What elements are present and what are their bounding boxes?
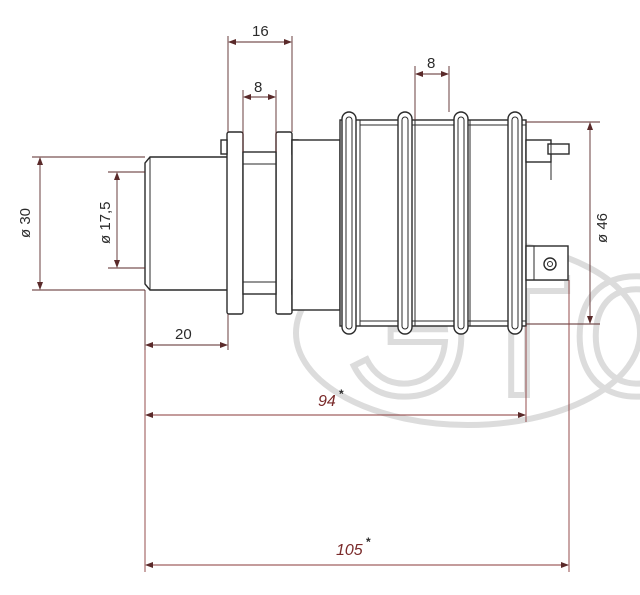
dim-diameter-30: ø 30 (17, 156, 145, 291)
terminal-bottom (525, 245, 569, 281)
slip-ring-body (339, 119, 527, 327)
dim-shaft-20: 20 (144, 290, 229, 350)
dim-flange-width: 16 (227, 23, 293, 132)
terminal-top (525, 139, 570, 180)
ring-4 (507, 111, 523, 335)
dim-label-d30: ø 30 (17, 208, 34, 238)
neck (291, 139, 341, 311)
dim-diameter-17-5: ø 17,5 (97, 171, 145, 269)
dim-diameter-46: ø 46 (526, 121, 611, 325)
dim-asterisk-94: * (339, 387, 344, 401)
dim-label-8-flange: 8 (254, 79, 262, 96)
ring-2 (397, 111, 413, 335)
ring-3 (453, 111, 469, 335)
dim-label-16: 16 (252, 23, 269, 40)
dim-label-8-rings: 8 (427, 55, 435, 72)
dim-asterisk-105: * (366, 535, 371, 549)
dim-label-d46: ø 46 (594, 213, 611, 243)
dim-ring-pitch: 8 (414, 55, 450, 120)
ring-1 (341, 111, 357, 335)
dim-label-d17-5: ø 17,5 (97, 201, 114, 244)
dim-flange-gap: 8 (242, 79, 277, 152)
dim-length-94: 94 * (144, 326, 527, 422)
dim-label-94: 94 (318, 393, 336, 410)
flange-assembly (220, 131, 299, 315)
dim-length-105: 105 * (144, 280, 570, 572)
left-cylinder (144, 156, 229, 291)
dim-label-20: 20 (175, 326, 192, 343)
dim-label-105: 105 (336, 542, 363, 559)
